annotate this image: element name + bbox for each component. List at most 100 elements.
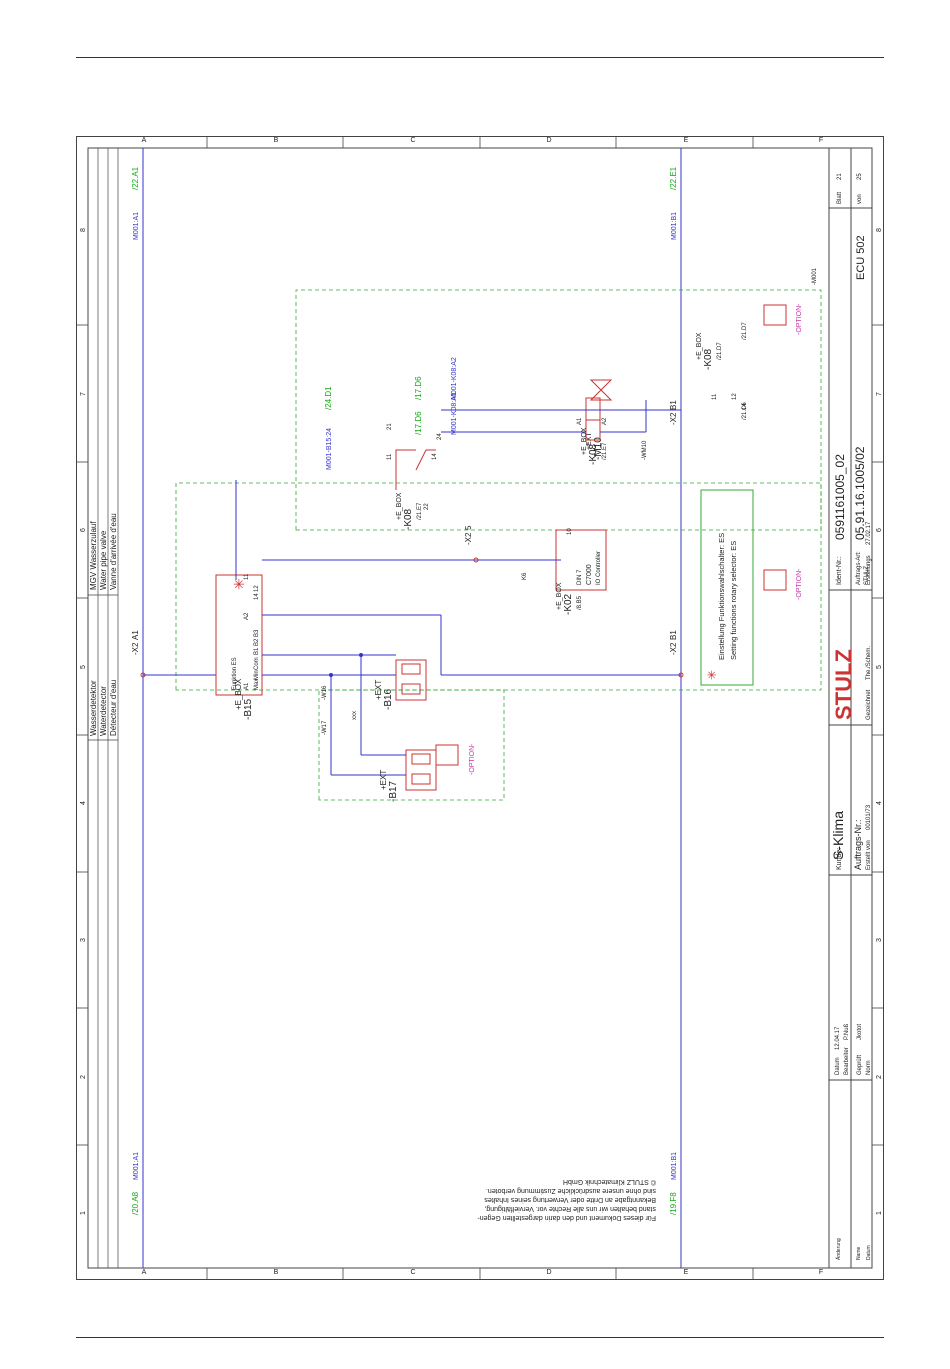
x2b1-top-label: -X2 [669,412,678,425]
k08c-14: 14 [432,453,438,460]
k08legend-11: 11 [712,393,718,400]
wire-left-out: M001:A1 [133,212,140,240]
k08coil-loc: +E_BOX [581,427,588,455]
row-letter: C [410,1269,415,1276]
tb-ident-label: Ident-Nr.: [836,556,843,585]
detector-option-label: -OPTION- [796,568,803,600]
b15-12: 12 [254,585,260,592]
k02-desc: IO Controller [596,551,602,585]
mod-label: -M001 [812,267,818,285]
k02-din: DIN 7 [577,569,583,585]
detector-option-box [763,569,787,591]
schematic-sheet: 1 2 3 4 5 6 7 8 1 2 3 4 5 6 7 8 A B C D … [76,136,884,1285]
note-line2: Setting functions rotary selector: ES [729,541,738,660]
b15-loc: +E_BOX [234,678,243,710]
col-num: 4 [80,801,87,805]
k02-loc: +E_BOX [556,582,563,610]
col-num: 8 [876,228,883,232]
x2b1-label: -X2 [669,642,678,655]
tb-of-label: von [857,194,863,204]
k08legend-tag: -K08 [703,348,714,370]
tb-sheet-label: Blatt [837,192,843,204]
desc-waterdetector-3: Détecteur d'eau [109,680,118,736]
tb-sheet: 21 [837,173,843,180]
col-num: 2 [80,1075,87,1079]
row-letter: B [274,137,279,144]
x2b1-top-pin: B1 [669,400,678,410]
copyright-line: Bekanntgabe an Dritte oder Verwertung se… [484,1196,656,1203]
tb-change-label: Änderung [835,1238,842,1260]
signal-k08a2-ref: /17.D6 [414,376,423,400]
col-num: 4 [876,801,883,805]
tb-editor: P.Nuß [844,1023,850,1040]
signal-b15-out: M001-B15:24 [326,428,333,470]
row-letter: E [684,1269,689,1276]
schematic-svg: 1 2 3 4 5 6 7 8 1 2 3 4 5 6 7 8 A B C D … [76,136,884,1280]
k08coil-a1: A1 [577,417,583,425]
desc-waterdetector-2: Waterdetector [99,686,108,736]
tb-checked: Jkotot [857,1024,863,1040]
outer-frame [76,136,884,1280]
signal-left-in: /20.A8 [131,1191,140,1215]
k08c-11: 11 [387,453,393,460]
row-letter: A [142,137,147,144]
signal-k08a1: M001-K08:A1 [451,392,458,435]
note-star-icon: ✳ [705,670,719,680]
k08-contact-symbol [395,449,436,490]
m10-tag: -M10 [593,437,604,460]
k08coil-tag: -K08 [588,443,599,465]
k08c-loc: +E_BOX [396,492,403,520]
col-num: 3 [80,938,87,942]
tb-drawn: The./Schem. [866,646,872,680]
wire-k6: K6 [522,572,528,580]
m10-valve-icon [589,379,613,401]
k08legend-ref: /21.D7 [717,342,723,360]
tb-project: ECU 502 [855,235,867,280]
b17-tag: -B17 [388,780,399,802]
k02-ref: /8.B5 [577,595,583,610]
note-line1: Einstellung Funktionswahlschalter: ES [717,533,726,660]
b15-com: Com [254,657,260,670]
row-letter: C [410,137,415,144]
b15-tag: -B15 [243,698,254,720]
tb-release: 27.02.17 [866,521,872,545]
b17-electrode-1 [411,773,431,785]
valve-option-box [763,304,787,326]
wire-w16: -W16 [322,685,328,700]
k08c-21: 21 [387,423,393,430]
tb-norm-label: Norm [866,1060,872,1075]
row-letter: D [546,137,551,144]
k08c-24: 24 [437,433,443,440]
k08legend-r2: /21.D7 [742,322,748,340]
col-num: 1 [80,1211,87,1215]
tb-date-label: Datum [835,1057,841,1075]
title-block: Datum 12.04.17 Bearbeiter P.Nuß Geprüft … [828,148,872,1268]
k08coil-ref: /21.E7 [602,442,608,460]
tb-editor-label: Bearbeiter [844,1047,850,1075]
signal-b15-ref: /24.D1 [324,386,333,410]
tb-date: 12.04.17 [835,1026,841,1050]
k02-type: C7000 [586,564,593,585]
top-rule [76,57,884,58]
wire-xxx: xxx [352,711,358,720]
terminal-x2-5 [473,557,479,563]
k08c-22: 22 [424,503,430,510]
copyright-line: sind ohne unsere ausdrückliche Zustimmun… [486,1187,656,1194]
valve-option-label: -OPTION- [796,303,803,335]
m10-loc: +EXT [586,432,593,450]
col-num: 7 [80,392,87,396]
description-lines [88,148,119,1268]
bottom-rule [76,1337,884,1338]
tb-of: 25 [857,173,863,180]
b16-tag: -B16 [383,688,394,710]
k08-coil [585,419,601,441]
column-numbers: 1 2 3 4 5 6 7 8 1 2 3 4 5 6 7 8 [80,228,883,1215]
b15-a2: A2 [244,612,250,620]
signal-right-out: /22.E1 [669,166,678,190]
b15-11: 11 [244,573,250,580]
signal-left-out: /22.A1 [131,166,140,190]
m10-wire: -WM10 [642,440,648,460]
b15-b: B1 B2 B3 [254,629,260,655]
row-letters: A B C D E F A B C D E F [142,137,823,1276]
row-letter: F [819,137,823,144]
